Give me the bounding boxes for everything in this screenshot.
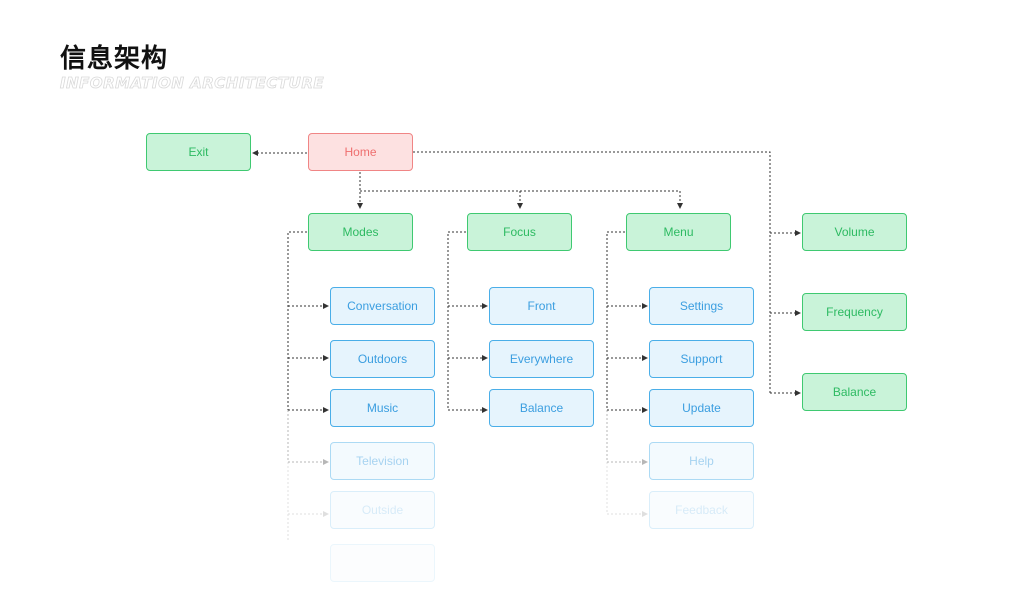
node-settings: Settings (649, 287, 754, 325)
node-volume: Volume (802, 213, 907, 251)
node-balance-focus: Balance (489, 389, 594, 427)
page-title: 信息架构 (60, 44, 169, 74)
node-menu: Menu (626, 213, 731, 251)
node-faded-extra (330, 544, 435, 582)
node-conversation: Conversation (330, 287, 435, 325)
page-subtitle: INFORMATION ARCHITECTURE (60, 74, 325, 93)
node-home: Home (308, 133, 413, 171)
node-everywhere: Everywhere (489, 340, 594, 378)
node-help: Help (649, 442, 754, 480)
node-outdoors: Outdoors (330, 340, 435, 378)
node-music: Music (330, 389, 435, 427)
node-focus: Focus (467, 213, 572, 251)
node-exit: Exit (146, 133, 251, 171)
node-frequency: Frequency (802, 293, 907, 331)
node-outside: Outside (330, 491, 435, 529)
node-television: Television (330, 442, 435, 480)
node-modes: Modes (308, 213, 413, 251)
node-update: Update (649, 389, 754, 427)
node-balance-right: Balance (802, 373, 907, 411)
node-feedback: Feedback (649, 491, 754, 529)
node-front: Front (489, 287, 594, 325)
node-support: Support (649, 340, 754, 378)
